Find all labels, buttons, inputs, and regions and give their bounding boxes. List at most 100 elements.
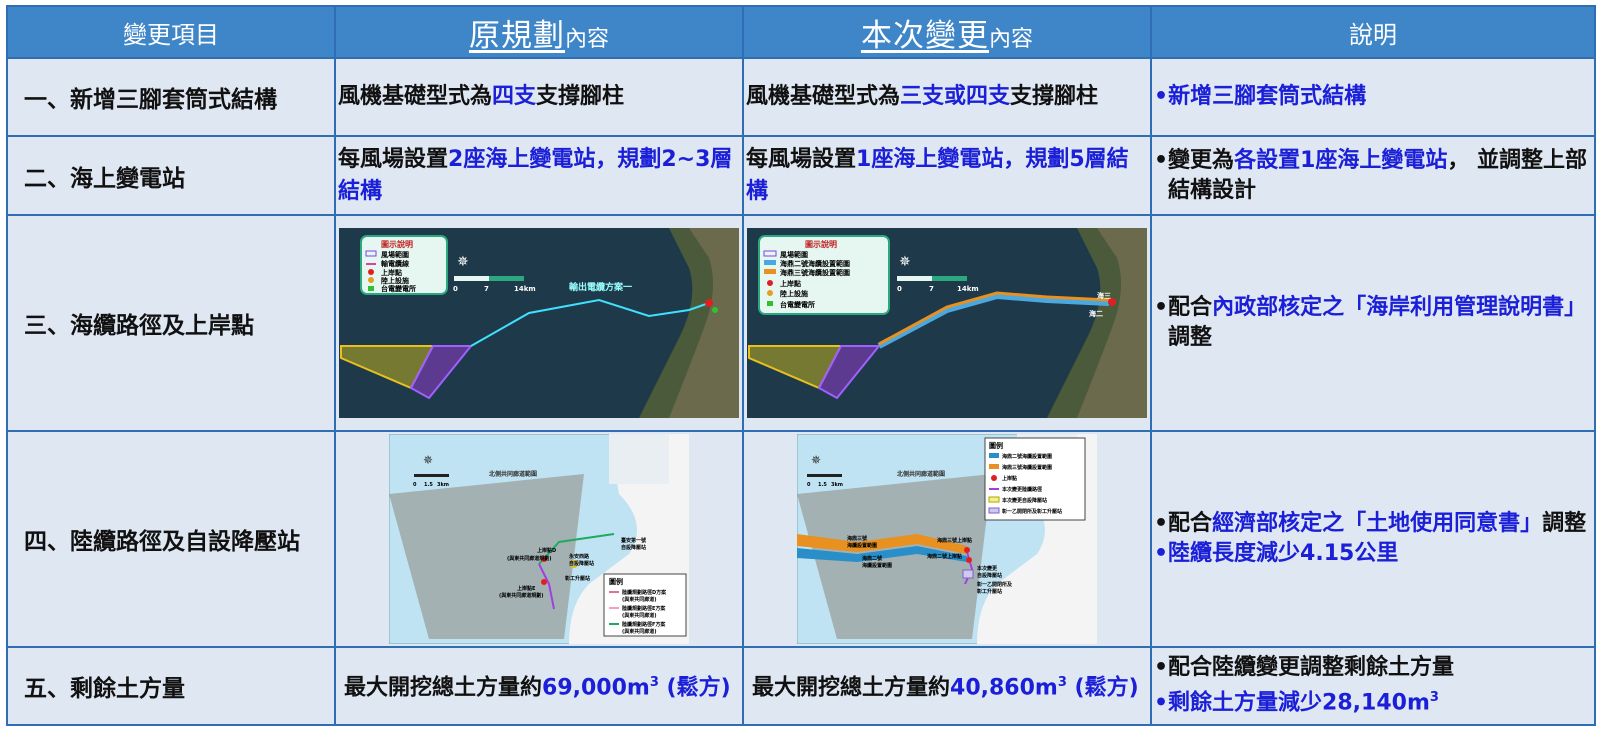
map-label: 臺安第一號 <box>621 537 646 544</box>
wind-farm-area-b <box>409 345 474 400</box>
landing-point-marker <box>705 299 713 307</box>
map-label: (與東共同廊道規劃) <box>507 555 552 562</box>
sea-cable-map-change: 海三 海二 圖示說明 風場範圍 海鼎二號海纜設置範圍 海鼎三號海纜設置範圍 上岸… <box>747 228 1147 418</box>
original-land-map-cell: 北側共同廊道範圍 ✵ 0 1.5 3km 上岸點D (與東共同廊道規劃) 上岸點… <box>334 430 744 648</box>
scale-label: 0 <box>897 285 902 293</box>
highlight-text: •剩餘土方量減少28,140m <box>1154 690 1430 716</box>
map-label: 北側共同廊道範圍 <box>489 470 537 478</box>
map-label: 海鼎二號上岸點 <box>927 553 962 560</box>
item-cell: 五、剩餘土方量 <box>6 646 336 726</box>
table-row: 三、海纜路徑及上岸點 輸出電纜方案一 圖示說明 風場範圍 輸電纜線 上岸點 <box>6 214 1596 432</box>
landing-point-marker <box>541 579 547 585</box>
legend-swatch <box>763 250 777 257</box>
land-cable-map-original: 北側共同廊道範圍 ✵ 0 1.5 3km 上岸點D (與東共同廊道規劃) 上岸點… <box>389 434 689 644</box>
compass-icon: ✵ <box>899 254 911 270</box>
highlight-text: 內政部核定之「海岸利用管理說明書」 <box>1212 295 1587 320</box>
highlight-text: 經濟部核定之「土地使用同意書」 <box>1212 511 1543 536</box>
map-label: 海鼎二號 <box>862 555 882 562</box>
map-label: 北側共同廊道範圍 <box>897 470 945 478</box>
map-label: 海二 <box>1089 309 1103 318</box>
table-row: 一、新增三腳套筒式結構 風機基礎型式為四支支撐腳柱 風機基礎型式為三支或四支支撐… <box>6 57 1596 137</box>
note-bullet: •陸纜長度減少4.15公里 <box>1154 541 1399 566</box>
change-cell: 風機基礎型式為三支或四支支撐腳柱 <box>742 57 1152 137</box>
landing-point-marker <box>541 556 547 562</box>
header-original-main: 原規劃 <box>468 17 565 54</box>
change-cell: 每風場設置1座海上變電站，規劃5層結構 <box>742 135 1152 216</box>
legend-title: 圖示說明 <box>381 239 413 249</box>
harbor-area <box>609 434 669 484</box>
map-label: 自設降壓站 <box>569 560 594 567</box>
legend-item: 本次變更自設降壓站 <box>1001 497 1047 504</box>
legend-swatch <box>989 453 999 458</box>
substation-marker <box>570 560 578 568</box>
legend-item: 上岸點 <box>780 279 801 288</box>
map-label: 自設降壓站 <box>977 572 1002 579</box>
legend-item: 上岸點 <box>381 268 402 277</box>
legend-item: 陸纜規劃路徑E方案 <box>622 605 666 612</box>
legend-box <box>360 235 448 295</box>
note-cell: •配合陸纜變更調整剩餘土方量 •剩餘土方量減少28,140m3 <box>1150 646 1596 726</box>
route-label: 輸出電纜方案一 <box>569 281 632 293</box>
legend-item: (與東共同廊道) <box>622 612 657 619</box>
legend-item: 陸上設施 <box>381 276 409 285</box>
cable-corridor-3 <box>797 534 967 554</box>
item-cell: 二、海上變電站 <box>6 135 336 216</box>
legend-swatch <box>764 269 776 274</box>
legend-swatch <box>988 507 1000 514</box>
highlight-text: 69,000m <box>542 675 650 701</box>
scale-label: 7 <box>929 285 934 293</box>
text: 支撐腳柱 <box>1010 84 1099 109</box>
text: 調整 <box>1542 511 1587 536</box>
legend-swatch <box>989 464 999 469</box>
legend-item: 彰一乙開閉所及彰工升壓站 <box>1002 508 1062 515</box>
land-area-inner <box>1077 228 1147 418</box>
substation-marker <box>712 307 718 313</box>
text: 最大開挖總土方量約 <box>344 675 543 701</box>
legend-item: 風場範圍 <box>380 250 409 259</box>
highlight-text: 40,860m <box>950 675 1058 701</box>
legend-swatch <box>988 496 1000 503</box>
table-row: 二、海上變電站 每風場設置 2座海上變電站，規劃2~3層結構 每風場設置1座海上變… <box>6 135 1596 216</box>
legend-box <box>758 235 890 315</box>
scale-label: 14km <box>957 285 979 293</box>
legend-swatch <box>365 250 377 257</box>
note-bullet: •配合內政部核定之「海岸利用管理說明書」調整 <box>1154 293 1590 353</box>
sea-cable-map-original: 輸出電纜方案一 圖示說明 風場範圍 輸電纜線 上岸點 陸上設施 台電變電所 ✵ … <box>339 228 739 418</box>
map-label: 自設降壓站 <box>621 544 646 551</box>
item-cell: 四、陸纜路徑及自設降壓站 <box>6 430 336 648</box>
legend-item: 風場範圍 <box>779 250 808 259</box>
highlight-text: 1座海上變電站，規劃5層結構 <box>746 146 1129 204</box>
map-label: 海三 <box>1097 291 1111 300</box>
original-map-cell: 輸出電纜方案一 圖示說明 風場範圍 輸電纜線 上岸點 陸上設施 台電變電所 ✵ … <box>334 214 744 432</box>
text: 最大開挖總土方量約 <box>752 675 951 701</box>
cable-corridor-3 <box>878 291 1110 346</box>
note-cell: •新增三腳套筒式結構 <box>1150 57 1596 137</box>
legend-item: 陸上設施 <box>780 289 808 298</box>
item-cell: 三、海纜路徑及上岸點 <box>6 214 336 432</box>
legend-swatch <box>991 475 997 481</box>
text: 風機基礎型式為 <box>746 84 901 109</box>
text: •配合 <box>1154 295 1213 320</box>
header-change-suffix: 內容 <box>988 26 1033 52</box>
header-original-suffix: 內容 <box>564 26 609 52</box>
note-bullet: •剩餘土方量減少28,140m3 <box>1154 683 1590 718</box>
superscript: 3 <box>649 675 659 691</box>
text: 每風場設置 <box>746 146 857 172</box>
legend-item: 海鼎二號海纜設置範圍 <box>780 259 850 268</box>
change-cell: 最大開挖總土方量約40,860m3 (鬆方) <box>742 646 1152 726</box>
header-item: 變更項目 <box>6 5 336 59</box>
highlight-text: (鬆方) <box>658 675 731 701</box>
cable-corridor-2 <box>877 292 1110 349</box>
map-label: 海鼎三號上岸點 <box>937 537 972 544</box>
original-cell: 最大開挖總土方量約69,000m3 (鬆方) <box>334 646 744 726</box>
highlight-text: 四支 <box>492 84 537 109</box>
legend-swatch <box>767 301 773 306</box>
note-cell: •配合內政部核定之「海岸利用管理說明書」調整 <box>1150 214 1596 432</box>
legend-item: 輸電纜線 <box>381 259 409 268</box>
note-bullet: •配合經濟部核定之「土地使用同意書」調整 <box>1154 509 1590 539</box>
highlight-text: 2座海上變電站，規劃2~3層結構 <box>338 146 733 204</box>
landing-point-marker <box>966 557 972 563</box>
legend-box <box>984 437 1086 521</box>
land-area-inner <box>669 228 739 418</box>
cable-corridor-2 <box>797 546 967 562</box>
